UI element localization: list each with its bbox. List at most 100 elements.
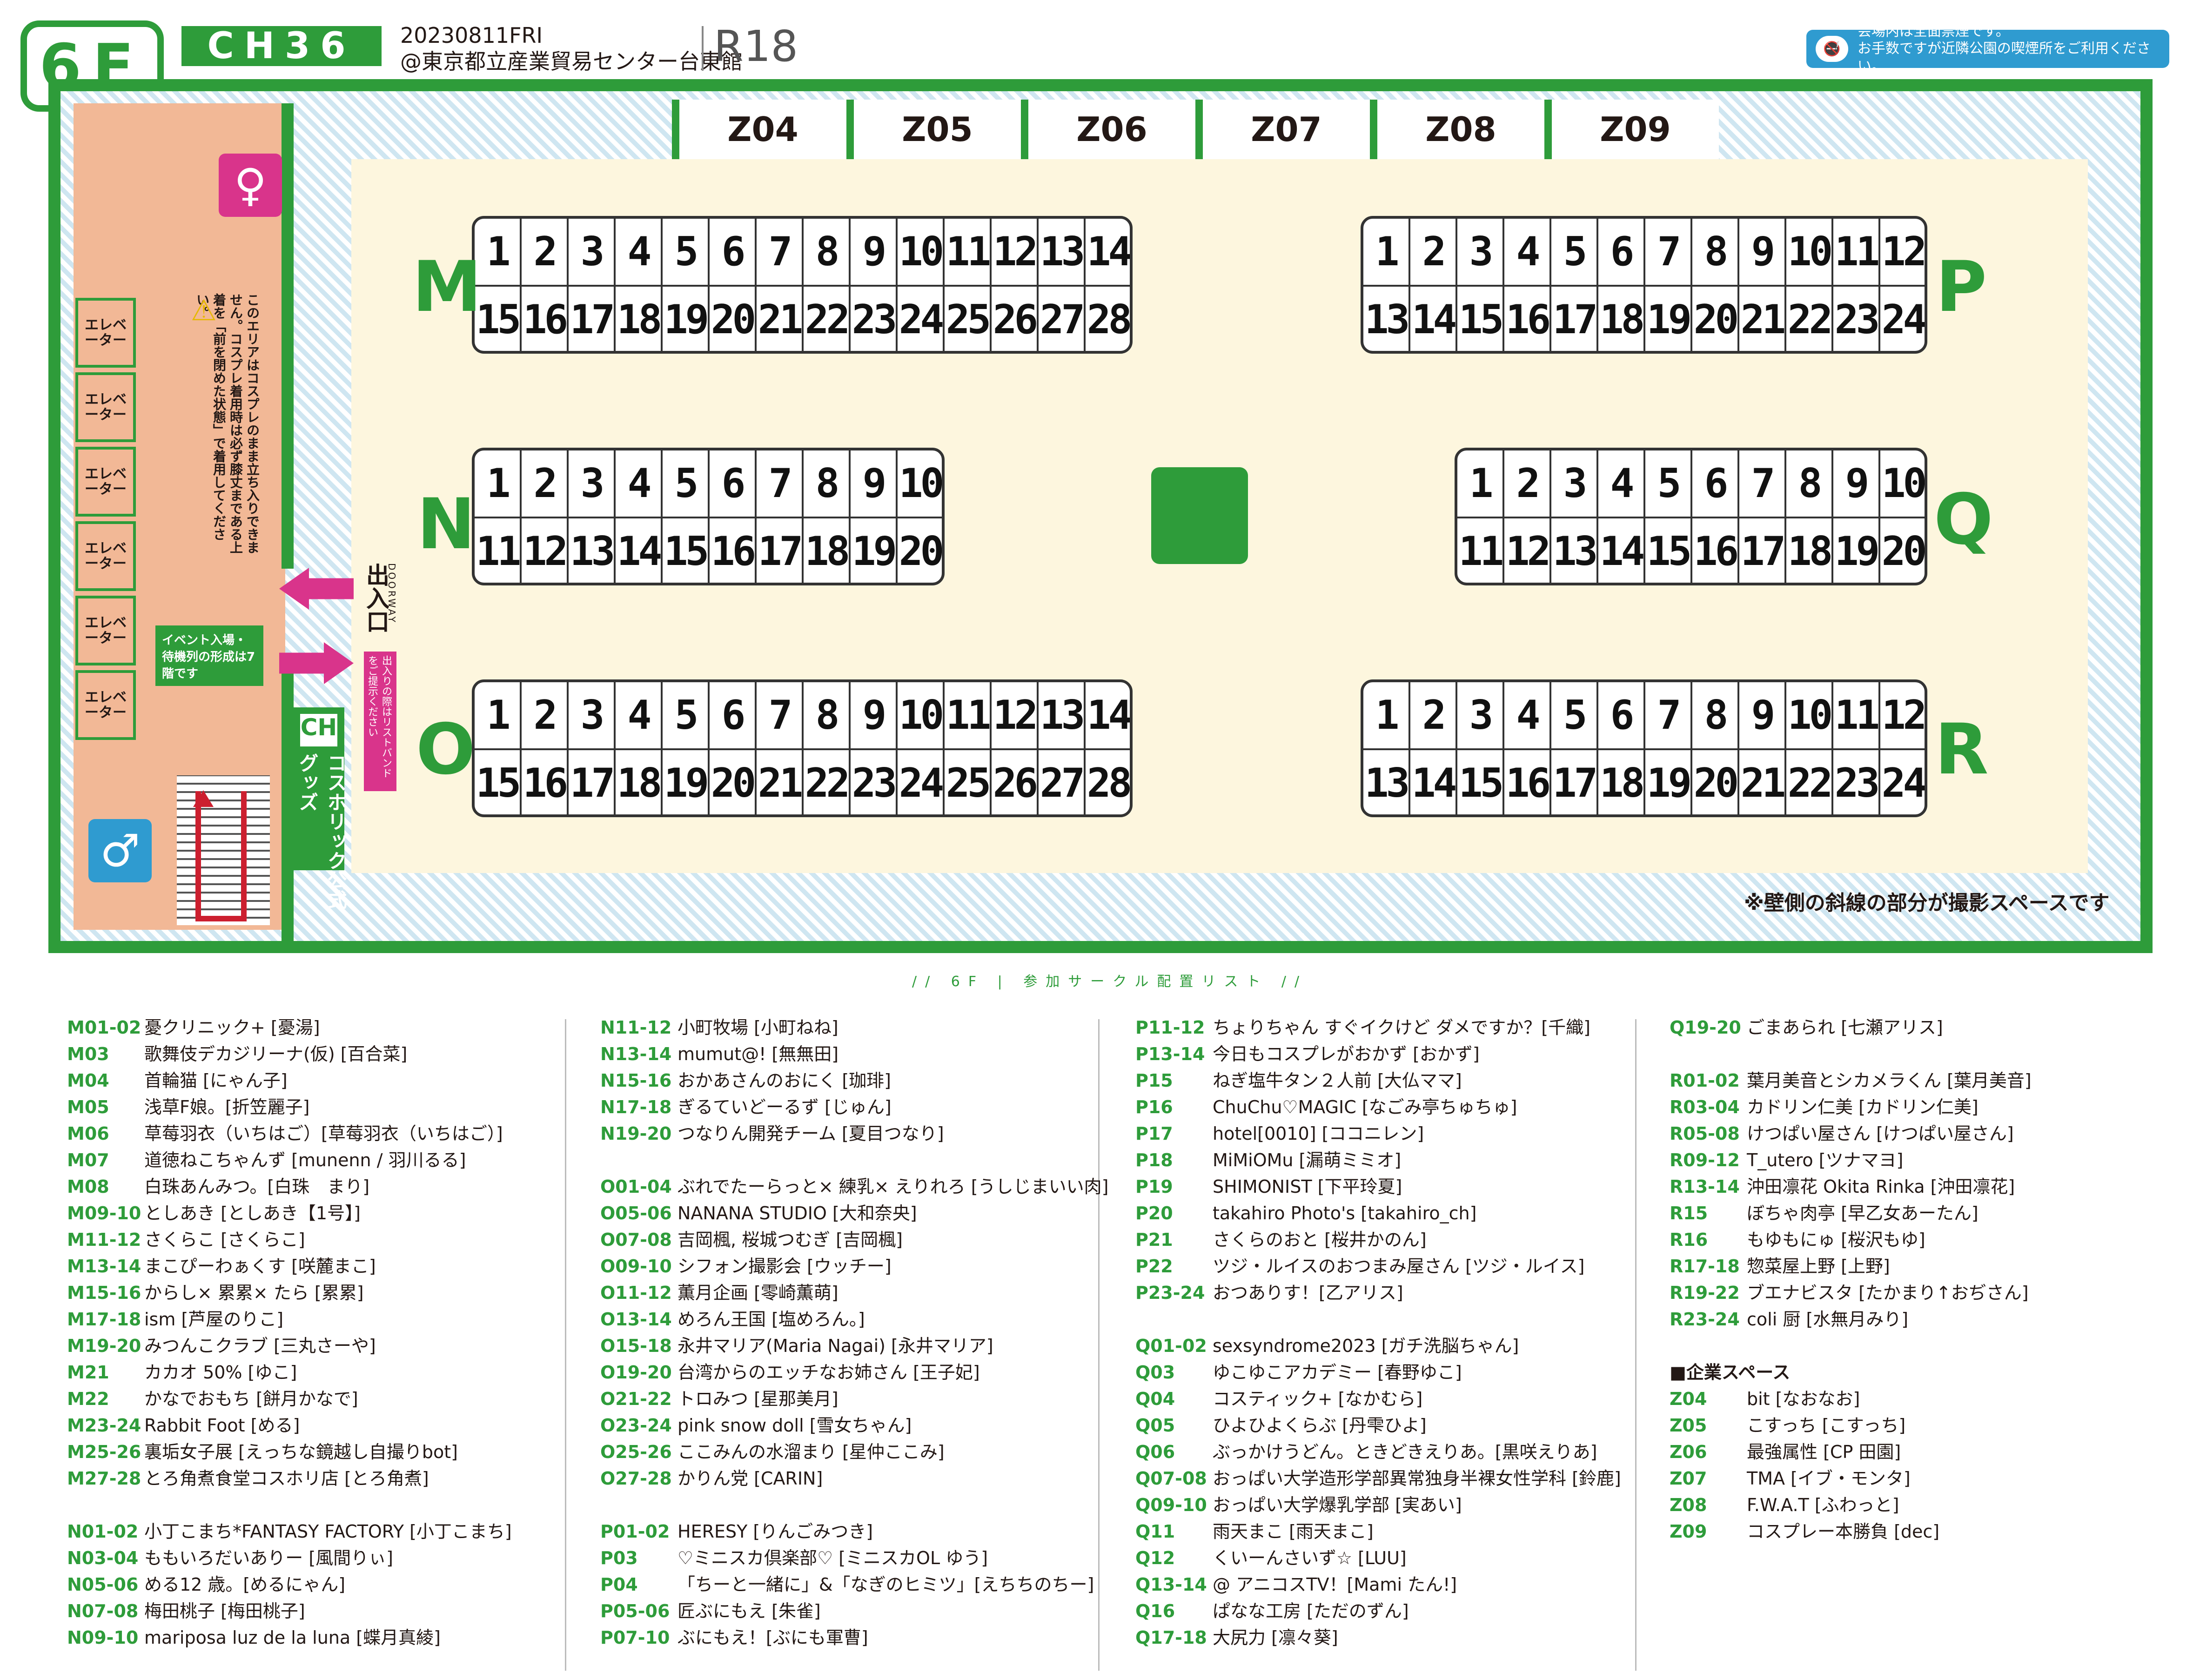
- booth-n-6[interactable]: 6: [710, 450, 757, 518]
- booth-o-24[interactable]: 24: [898, 750, 945, 814]
- booth-m-11[interactable]: 11: [945, 219, 992, 287]
- booth-p-17[interactable]: 17: [1551, 287, 1598, 351]
- booth-n-19[interactable]: 19: [851, 518, 898, 583]
- booth-o-25[interactable]: 25: [945, 750, 992, 814]
- booth-q-8[interactable]: 8: [1786, 450, 1833, 518]
- booth-m-13[interactable]: 13: [1039, 219, 1086, 287]
- booth-o-27[interactable]: 27: [1039, 750, 1086, 814]
- booth-r-3[interactable]: 3: [1457, 682, 1504, 750]
- booth-r-7[interactable]: 7: [1645, 682, 1692, 750]
- booth-n-20[interactable]: 20: [898, 518, 942, 583]
- booth-r-10[interactable]: 10: [1786, 682, 1833, 750]
- booth-p-12[interactable]: 12: [1880, 219, 1925, 287]
- booth-o-17[interactable]: 17: [569, 750, 616, 814]
- booth-m-17[interactable]: 17: [569, 287, 616, 351]
- booth-p-1[interactable]: 1: [1363, 219, 1410, 287]
- booth-m-27[interactable]: 27: [1039, 287, 1086, 351]
- booth-r-8[interactable]: 8: [1692, 682, 1739, 750]
- booth-n-1[interactable]: 1: [475, 450, 522, 518]
- booth-q-15[interactable]: 15: [1645, 518, 1692, 583]
- booth-q-10[interactable]: 10: [1880, 450, 1925, 518]
- booth-p-20[interactable]: 20: [1692, 287, 1739, 351]
- booth-o-15[interactable]: 15: [475, 750, 522, 814]
- booth-r-4[interactable]: 4: [1504, 682, 1551, 750]
- booth-m-21[interactable]: 21: [757, 287, 804, 351]
- booth-o-3[interactable]: 3: [569, 682, 616, 750]
- booth-o-14[interactable]: 14: [1086, 682, 1130, 750]
- booth-p-9[interactable]: 9: [1739, 219, 1786, 287]
- booth-p-15[interactable]: 15: [1457, 287, 1504, 351]
- booth-q-14[interactable]: 14: [1598, 518, 1645, 583]
- booth-n-16[interactable]: 16: [710, 518, 757, 583]
- booth-p-22[interactable]: 22: [1786, 287, 1833, 351]
- booth-p-7[interactable]: 7: [1645, 219, 1692, 287]
- booth-n-11[interactable]: 11: [475, 518, 522, 583]
- booth-p-3[interactable]: 3: [1457, 219, 1504, 287]
- booth-r-21[interactable]: 21: [1739, 750, 1786, 814]
- booth-p-14[interactable]: 14: [1410, 287, 1457, 351]
- booth-q-16[interactable]: 16: [1692, 518, 1739, 583]
- booth-n-12[interactable]: 12: [522, 518, 569, 583]
- booth-p-5[interactable]: 5: [1551, 219, 1598, 287]
- booth-o-19[interactable]: 19: [663, 750, 710, 814]
- booth-r-17[interactable]: 17: [1551, 750, 1598, 814]
- booth-r-13[interactable]: 13: [1363, 750, 1410, 814]
- booth-o-8[interactable]: 8: [804, 682, 851, 750]
- booth-o-26[interactable]: 26: [992, 750, 1039, 814]
- booth-m-28[interactable]: 28: [1086, 287, 1130, 351]
- booth-n-8[interactable]: 8: [804, 450, 851, 518]
- booth-o-11[interactable]: 11: [945, 682, 992, 750]
- booth-o-21[interactable]: 21: [757, 750, 804, 814]
- booth-r-18[interactable]: 18: [1598, 750, 1645, 814]
- booth-n-13[interactable]: 13: [569, 518, 616, 583]
- booth-q-3[interactable]: 3: [1551, 450, 1598, 518]
- booth-m-24[interactable]: 24: [898, 287, 945, 351]
- booth-q-5[interactable]: 5: [1645, 450, 1692, 518]
- booth-m-4[interactable]: 4: [616, 219, 663, 287]
- booth-m-5[interactable]: 5: [663, 219, 710, 287]
- booth-r-2[interactable]: 2: [1410, 682, 1457, 750]
- booth-m-16[interactable]: 16: [522, 287, 569, 351]
- booth-m-1[interactable]: 1: [475, 219, 522, 287]
- booth-o-20[interactable]: 20: [710, 750, 757, 814]
- booth-q-19[interactable]: 19: [1833, 518, 1880, 583]
- booth-o-4[interactable]: 4: [616, 682, 663, 750]
- booth-q-17[interactable]: 17: [1739, 518, 1786, 583]
- booth-n-3[interactable]: 3: [569, 450, 616, 518]
- booth-o-12[interactable]: 12: [992, 682, 1039, 750]
- booth-r-19[interactable]: 19: [1645, 750, 1692, 814]
- booth-m-20[interactable]: 20: [710, 287, 757, 351]
- booth-p-10[interactable]: 10: [1786, 219, 1833, 287]
- booth-n-17[interactable]: 17: [757, 518, 804, 583]
- booth-m-12[interactable]: 12: [992, 219, 1039, 287]
- booth-n-10[interactable]: 10: [898, 450, 942, 518]
- booth-o-18[interactable]: 18: [616, 750, 663, 814]
- booth-q-1[interactable]: 1: [1457, 450, 1504, 518]
- booth-o-5[interactable]: 5: [663, 682, 710, 750]
- booth-m-25[interactable]: 25: [945, 287, 992, 351]
- booth-q-7[interactable]: 7: [1739, 450, 1786, 518]
- booth-q-4[interactable]: 4: [1598, 450, 1645, 518]
- booth-r-9[interactable]: 9: [1739, 682, 1786, 750]
- booth-r-24[interactable]: 24: [1880, 750, 1925, 814]
- booth-m-2[interactable]: 2: [522, 219, 569, 287]
- booth-q-13[interactable]: 13: [1551, 518, 1598, 583]
- booth-q-20[interactable]: 20: [1880, 518, 1925, 583]
- booth-r-14[interactable]: 14: [1410, 750, 1457, 814]
- booth-n-14[interactable]: 14: [616, 518, 663, 583]
- booth-r-22[interactable]: 22: [1786, 750, 1833, 814]
- booth-m-3[interactable]: 3: [569, 219, 616, 287]
- booth-m-15[interactable]: 15: [475, 287, 522, 351]
- booth-r-6[interactable]: 6: [1598, 682, 1645, 750]
- booth-o-1[interactable]: 1: [475, 682, 522, 750]
- booth-p-2[interactable]: 2: [1410, 219, 1457, 287]
- booth-p-19[interactable]: 19: [1645, 287, 1692, 351]
- booth-p-4[interactable]: 4: [1504, 219, 1551, 287]
- booth-q-12[interactable]: 12: [1504, 518, 1551, 583]
- booth-r-12[interactable]: 12: [1880, 682, 1925, 750]
- booth-q-2[interactable]: 2: [1504, 450, 1551, 518]
- booth-o-7[interactable]: 7: [757, 682, 804, 750]
- booth-r-23[interactable]: 23: [1833, 750, 1880, 814]
- booth-p-18[interactable]: 18: [1598, 287, 1645, 351]
- booth-n-4[interactable]: 4: [616, 450, 663, 518]
